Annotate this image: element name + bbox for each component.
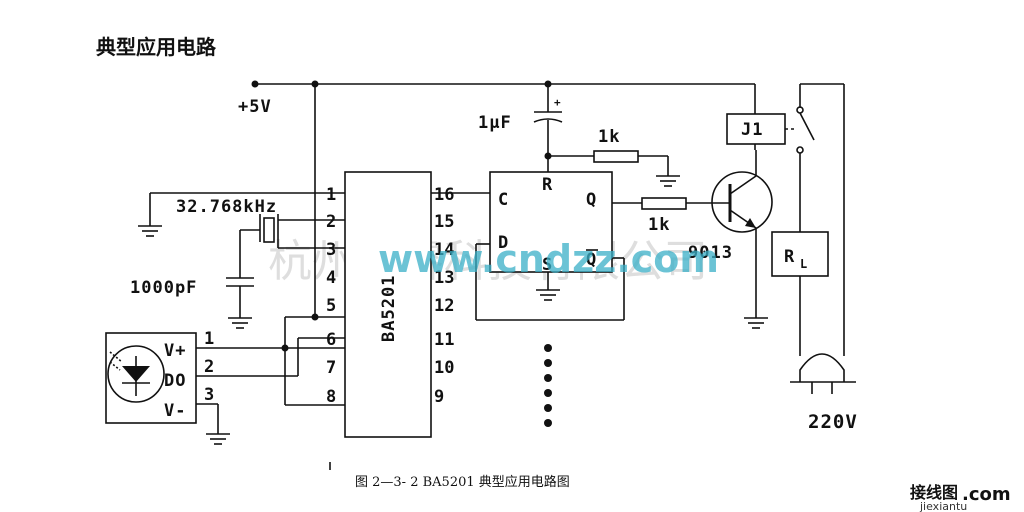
ic-pin-right-9: 9 [434,387,444,407]
vcc-to-pin5 [284,84,345,406]
continuation-dot [544,359,552,367]
ic-pin-left-1: 1 [326,185,336,205]
resistor-top-1k: 1k [548,127,680,187]
transistor-label: 9013 [688,243,733,263]
logo-main: 接线图 [910,483,958,502]
capacitor-1uf: + 1μF [478,84,563,172]
load-sub-label: L [800,257,808,271]
crystal-frequency: 32.768kHz [176,197,277,217]
cap-1uf-label: 1μF [478,113,512,133]
ic-pin-right-10: 10 [434,358,454,378]
ic-name: BA5201 [379,275,399,342]
ff-q-label: Q [586,190,597,210]
sensor-vplus: V+ [164,341,186,361]
ic-pin-right-13: 13 [434,268,454,288]
transistor-9013: 9013 [688,150,773,329]
relay-j1: J1 [726,84,796,150]
ic-pin-right-15: 15 [434,212,454,232]
ff-qbar-label: Q [586,250,597,270]
ff-s-label: S [542,255,553,275]
res-top-label: 1k [598,127,620,147]
continuation-dot [544,419,552,427]
cap-plus-sign: + [554,96,562,109]
ic-ba5201: BA5201 [344,171,432,438]
ic-pin-right-14: 14 [434,240,454,260]
sensor-do: DO [164,371,186,391]
load-r-label: R [784,247,795,267]
continuation-dot [544,374,552,382]
cap-1000pf-label: 1000pF [130,278,197,298]
continuation-dot [544,389,552,397]
sensor-pin-2: 2 [204,357,214,377]
mains-label: 220V [808,411,858,433]
ic-pin-right-11: 11 [434,330,454,350]
continuation-dot [544,404,552,412]
sensor-wiring [196,337,345,445]
pin1-ground [138,192,345,237]
load-resistor: R L [771,231,829,356]
relay-contact [796,83,845,356]
res-base-label: 1k [648,215,670,235]
logo-dotcom: .com [962,484,1011,505]
ic-pin-left-7: 7 [326,358,336,378]
continuation-dot [544,344,552,352]
ic-pin-left-6: 6 [326,330,336,350]
sensor-pin-3: 3 [204,385,214,405]
relay-label: J1 [741,120,763,140]
continuation-dots [544,344,552,427]
watermark-url: www.cndzz.com [378,237,719,281]
ic-pin-left-2: 2 [326,212,336,232]
mains-plug: 220V [790,353,858,433]
sensor-pin-labels: 1 2 3 [204,329,214,405]
crystal-oscillator: 32.768kHz [176,197,345,278]
ic-pin-left-3: 3 [326,240,336,260]
site-logo: 接线图 .com jiexiantu [910,483,1011,512]
diagram-title: 典型应用电路 [96,35,217,59]
ic-pin-left-8: 8 [326,387,336,407]
flip-flop: C D R Q S Q [475,171,625,321]
ic-pin-right-12: 12 [434,296,454,316]
ic-pin-left-4: 4 [326,268,336,288]
sensor-module: V+ DO V- [105,332,197,424]
vcc-rail: +5V [238,80,755,117]
sensor-vminus: V- [164,401,186,421]
sensor-pin-1: 1 [204,329,214,349]
capacitor-1000pf: 1000pF [130,277,254,329]
ff-d-label: D [498,233,509,253]
ff-c-label: C [498,190,509,210]
ff-r-label: R [542,175,553,195]
ic-pin-right-16: 16 [434,185,454,205]
resistor-base-1k: 1k [612,197,730,235]
figure-caption: 图 2—3- 2 BA5201 典型应用电路图 [355,474,570,490]
vcc-label: +5V [238,97,272,117]
logo-sub: jiexiantu [919,500,967,512]
ic-pin-left-5: 5 [326,296,336,316]
